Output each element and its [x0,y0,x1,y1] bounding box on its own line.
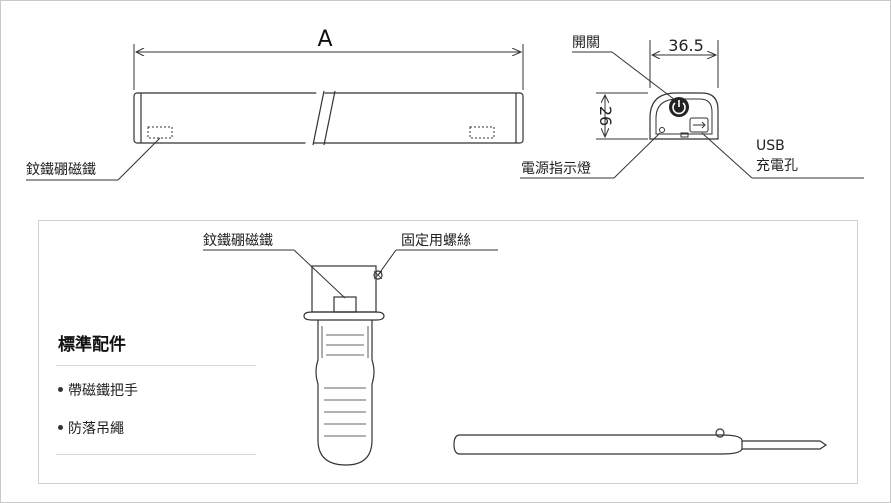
handle-magnet-label: 鈫鐵硼磁鐵 [203,232,273,249]
led-indicator [659,127,665,133]
usb-label-line2: 充電孔 [756,158,798,174]
accessory-item-label: 防落吊繩 [68,421,124,437]
led-leader [520,132,661,179]
usb-leader [701,132,864,179]
list-item: 帶磁鐵把手 [56,366,256,406]
magnet-leader [26,137,161,181]
switch-label: 開關 [572,35,600,51]
screw-leader [377,249,498,276]
dimension-height-label: 26 [596,106,615,126]
usb-port-icon [680,117,709,138]
divider [56,444,256,455]
dimension-width-label: 36.5 [668,36,704,55]
dimension-a [133,44,524,90]
accessories-panel [38,220,858,484]
bullet-icon [58,386,63,392]
accessories-list: 標準配件 帶磁鐵把手 防落吊繩 [56,330,256,455]
dimension-width [649,40,719,88]
dimension-a-label: A [317,27,332,52]
end-view [649,92,719,140]
dimension-height [596,92,648,140]
list-item: 防落吊繩 [56,406,256,444]
handle-magnet-leader [203,249,346,299]
lanyard [453,428,828,455]
magnet-main-label: 鈫鐵硼磁鐵 [26,161,96,178]
light-bar-front-view [133,89,524,147]
bullet-icon [58,424,63,430]
accessory-item-label: 帶磁鐵把手 [68,383,138,399]
accessories-title: 標準配件 [56,330,256,366]
screw-label: 固定用螺絲 [401,233,471,249]
magnetic-handle [303,265,385,466]
switch-leader [572,51,676,101]
power-led-label: 電源指示燈 [521,161,591,177]
usb-label-line1: USB [756,138,785,154]
power-icon [669,97,689,117]
